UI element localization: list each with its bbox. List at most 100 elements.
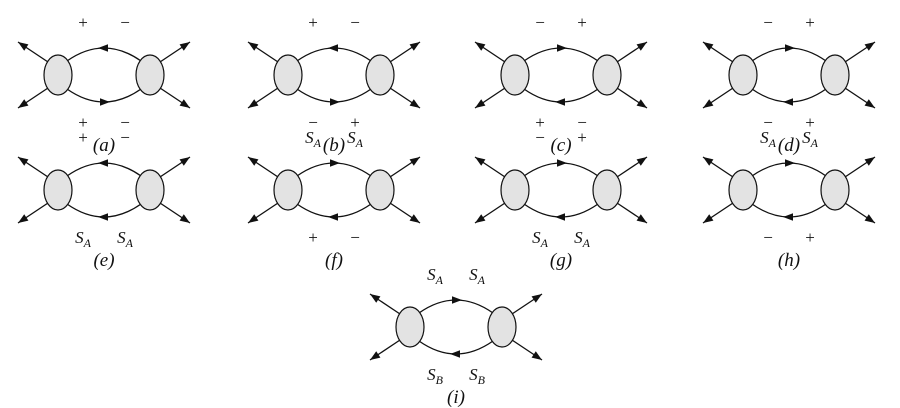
label-top-right: SA: [469, 265, 486, 287]
feynman-diagram: +−−+(b): [247, 13, 421, 156]
arrowhead: [409, 214, 420, 223]
label-bottom-left: +: [308, 228, 318, 247]
diagram-caption: (c): [550, 135, 571, 156]
arc-arrowhead-bottom: [330, 98, 340, 106]
arrowhead: [18, 99, 29, 108]
vertex-blob-right: [592, 169, 622, 211]
label-top-left: −: [535, 13, 545, 32]
arrowhead: [636, 214, 647, 223]
vertex-blob-left: [728, 54, 758, 96]
vertex-blob-right: [820, 169, 850, 211]
vertex-blob-left: [395, 306, 425, 348]
vertex-blob-left: [728, 169, 758, 211]
label-top-left: SA: [427, 265, 444, 287]
label-bottom-right: +: [350, 113, 360, 132]
diagram-caption: (e): [93, 250, 114, 271]
arrowhead: [475, 157, 486, 166]
vertex-blob-right: [592, 54, 622, 96]
arrowhead: [370, 351, 381, 360]
arc-arrowhead-bottom: [555, 213, 565, 221]
vertex-blob-left: [500, 54, 530, 96]
diagram-caption: (g): [550, 250, 572, 271]
diagram-caption: (d): [778, 135, 800, 156]
label-top-right: −: [350, 13, 360, 32]
label-bottom-left: SB: [427, 365, 444, 387]
arrowhead: [864, 214, 875, 223]
arc-arrowhead-top: [98, 159, 108, 167]
label-top-right: SA: [802, 128, 819, 150]
arrowhead: [248, 214, 259, 223]
arrowhead: [864, 157, 875, 166]
label-top-left: −: [763, 13, 773, 32]
diagram-caption: (a): [93, 135, 115, 156]
label-bottom-right: +: [805, 228, 815, 247]
diagram-caption: (i): [447, 387, 465, 408]
label-top-right: −: [120, 128, 130, 147]
vertex-blob-left: [500, 169, 530, 211]
arrowhead: [370, 294, 381, 303]
arc-arrowhead-top: [452, 296, 462, 304]
arrowhead: [636, 157, 647, 166]
label-bottom-left: +: [78, 113, 88, 132]
vertex-blob-right: [135, 169, 165, 211]
label-bottom-right: −: [120, 113, 130, 132]
arrowhead: [703, 42, 714, 51]
feynman-diagram: + − SA SA(e): [17, 128, 191, 271]
arrowhead: [248, 157, 259, 166]
arrowhead: [409, 157, 420, 166]
vertex-blob-right: [487, 306, 517, 348]
arc-arrowhead-bottom: [555, 98, 565, 106]
label-top-left: +: [78, 128, 88, 147]
vertex-blob-right: [820, 54, 850, 96]
label-top-right: +: [805, 13, 815, 32]
arrowhead: [531, 294, 542, 303]
label-top-right: −: [120, 13, 130, 32]
label-top-left: SA: [305, 128, 322, 150]
label-bottom-left: −: [308, 113, 318, 132]
feynman-diagram: −+−+(d): [702, 13, 876, 156]
arc-arrowhead-top: [785, 159, 795, 167]
label-bottom-left: SA: [75, 228, 92, 250]
arrowhead: [179, 157, 190, 166]
arrowhead: [179, 214, 190, 223]
arrowhead: [703, 157, 714, 166]
label-bottom-right: SA: [117, 228, 134, 250]
arc-arrowhead-bottom: [783, 213, 793, 221]
arrowhead: [409, 99, 420, 108]
arc-arrowhead-top: [557, 159, 567, 167]
arrowhead: [531, 351, 542, 360]
label-bottom-left: +: [535, 113, 545, 132]
vertex-blob-right: [135, 54, 165, 96]
vertex-blob-right: [365, 169, 395, 211]
arc-arrowhead-bottom: [783, 98, 793, 106]
arrowhead: [475, 42, 486, 51]
arrowhead: [475, 99, 486, 108]
arc-arrowhead-bottom: [328, 213, 338, 221]
vertex-blob-left: [43, 54, 73, 96]
arc-arrowhead-top: [557, 44, 567, 52]
feynman-diagram: −++−(c): [474, 13, 648, 156]
label-bottom-right: SB: [469, 365, 486, 387]
label-top-right: +: [577, 13, 587, 32]
label-bottom-right: +: [805, 113, 815, 132]
arc-arrowhead-bottom: [98, 213, 108, 221]
feynman-diagram: +−+−(a): [17, 13, 191, 156]
vertex-blob-left: [43, 169, 73, 211]
arc-arrowhead-top: [330, 159, 340, 167]
arc-arrowhead-top: [328, 44, 338, 52]
arrowhead: [864, 99, 875, 108]
arrowhead: [409, 42, 420, 51]
arrowhead: [18, 42, 29, 51]
label-bottom-right: −: [350, 228, 360, 247]
label-top-left: +: [308, 13, 318, 32]
label-bottom-left: SA: [532, 228, 549, 250]
arrowhead: [179, 99, 190, 108]
label-top-left: −: [535, 128, 545, 147]
vertex-blob-right: [365, 54, 395, 96]
arrowhead: [636, 42, 647, 51]
arc-arrowhead-top: [98, 44, 108, 52]
